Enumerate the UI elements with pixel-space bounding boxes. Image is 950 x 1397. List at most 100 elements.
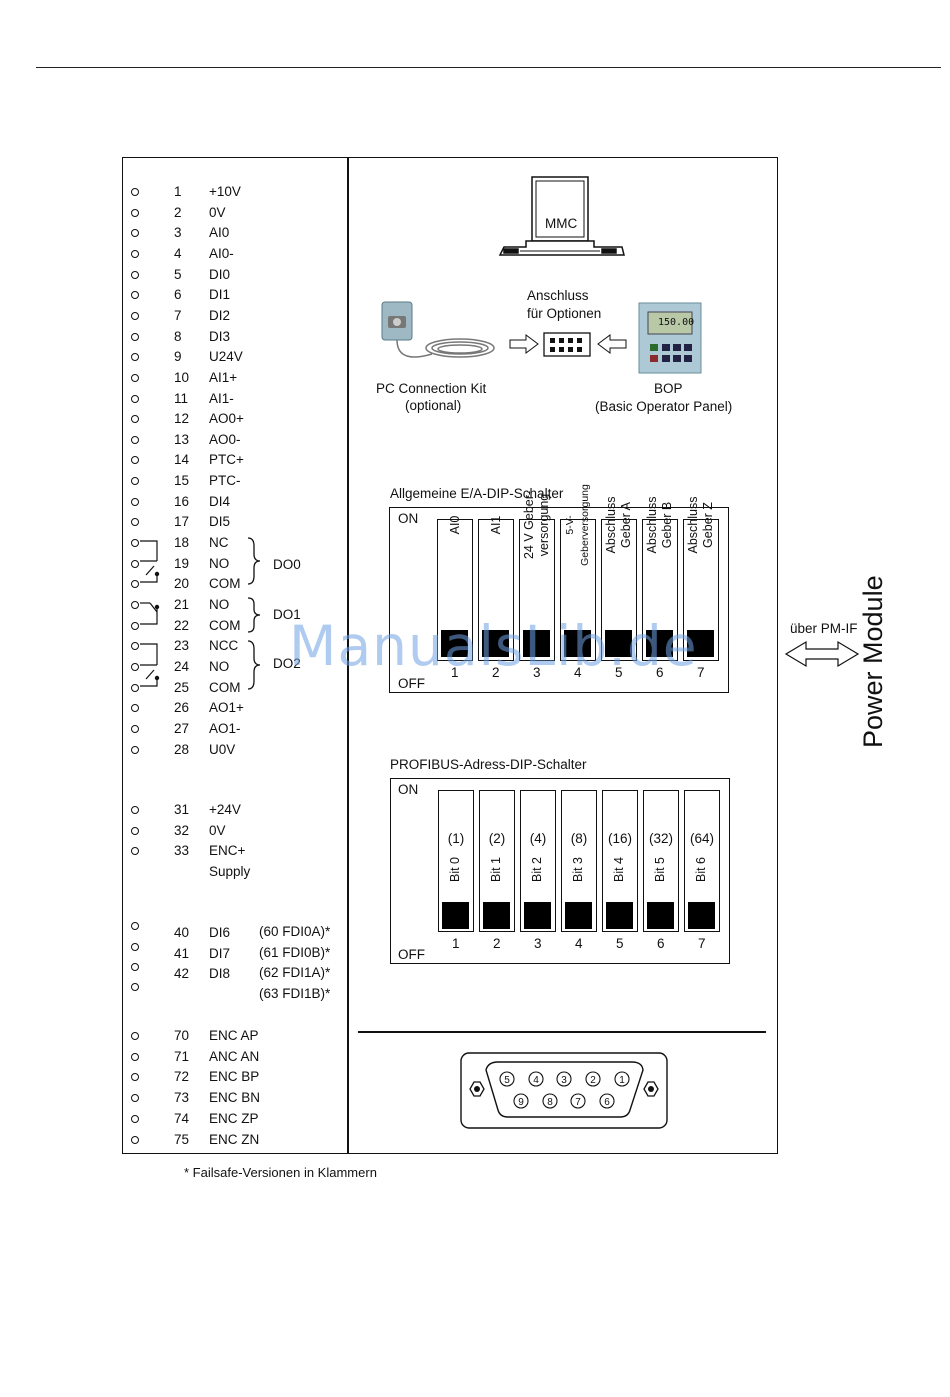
dip-switch-label-line1: 24 V Geber- <box>522 490 536 560</box>
dip-switch-number: 2 <box>492 665 500 680</box>
dip-switch[interactable] <box>478 519 514 661</box>
bop-label-line2: (Basic Operator Panel) <box>595 399 733 414</box>
dip-profibus-title: PROFIBUS-Adress-DIP-Schalter <box>390 757 587 772</box>
terminal-label: AO1- <box>209 720 241 736</box>
dip-switch-number: 3 <box>533 665 541 680</box>
diagram-frame <box>122 157 778 1154</box>
dip-switch[interactable] <box>642 519 678 661</box>
dip-switch-knob <box>523 630 550 657</box>
terminal-label: 0V <box>209 822 226 838</box>
terminal-label: AO1+ <box>209 700 244 716</box>
section-separator <box>358 1031 766 1033</box>
terminal-label: DI3 <box>209 328 231 344</box>
terminal-label: DI2 <box>209 307 231 323</box>
bop-label-line1: BOP <box>654 381 683 396</box>
dip-switch-label-line1: Abschluss <box>686 496 700 554</box>
terminal-label: ENC ZN <box>209 1131 260 1147</box>
terminal-connector <box>131 311 139 320</box>
terminal-label: PTC- <box>209 473 241 489</box>
dip-switch-knob <box>483 902 510 929</box>
dip-bit-label: Bit 0 <box>448 856 462 882</box>
dip-switch[interactable] <box>438 790 474 932</box>
terminal-number: 32 <box>174 822 190 838</box>
terminal-number: 25 <box>174 679 190 695</box>
terminal-number: 18 <box>174 535 190 551</box>
dip-switch-number: 2 <box>493 936 501 951</box>
dip-switch[interactable] <box>437 519 473 661</box>
terminal-connector <box>131 415 139 424</box>
terminal-label: U24V <box>209 349 243 365</box>
dip-io-box <box>389 507 729 693</box>
terminal-label: COM <box>209 617 241 633</box>
dip-address-value: (2) <box>488 831 506 846</box>
terminal-number: 10 <box>174 369 190 385</box>
terminal-label: DI4 <box>209 493 231 509</box>
terminal-connector <box>131 963 139 972</box>
dip-switch-number: 6 <box>657 936 665 951</box>
dip-io-title: Allgemeine E/A-DIP-Schalter <box>390 486 564 501</box>
dip-switch-knob <box>564 630 591 657</box>
terminal-connector <box>131 745 139 754</box>
dip-switch[interactable] <box>520 790 556 932</box>
terminal-connector <box>131 826 139 835</box>
terminal-label: DI8 <box>209 966 231 982</box>
terminal-connector <box>131 601 139 609</box>
terminal-connector <box>131 683 139 692</box>
dip-switch[interactable] <box>560 519 596 661</box>
terminal-label: AI0- <box>209 245 234 261</box>
dip-address-value: (64) <box>689 831 714 846</box>
terminal-connector <box>131 1032 139 1040</box>
mmc-card-slot-icon <box>498 176 625 256</box>
dip-io-off-label: OFF <box>398 676 425 691</box>
terminal-number: 75 <box>174 1131 190 1147</box>
terminal-connector <box>131 847 139 856</box>
dip-switch[interactable] <box>602 790 638 932</box>
terminal-label: DI1 <box>209 287 231 303</box>
dip-switch[interactable] <box>643 790 679 932</box>
dip-switch-number: 1 <box>452 936 460 951</box>
dsub-pin-5: 5 <box>504 1075 510 1086</box>
terminal-number: 19 <box>174 555 190 571</box>
terminal-number: 40 <box>174 925 190 940</box>
dip-io-on-label: ON <box>398 511 419 526</box>
terminal-connector <box>131 539 139 548</box>
terminal-number: 3 <box>174 225 182 241</box>
dip-switch[interactable] <box>479 790 515 932</box>
footnote: * Failsafe-Versionen in Klammern <box>184 1165 377 1180</box>
dsub-pin-9: 9 <box>518 1097 524 1108</box>
dip-switch-label-line2: Geber Z <box>701 502 715 548</box>
terminal-connector <box>131 621 139 630</box>
terminal-number: 12 <box>174 411 190 427</box>
dsub-pin-1: 1 <box>619 1075 625 1086</box>
frame-divider <box>347 157 349 1154</box>
terminal-connector <box>131 229 139 238</box>
terminal-label: DI6 <box>209 925 231 940</box>
dip-switch-label-line2: Geber B <box>660 501 674 549</box>
terminal-number: 31 <box>174 802 190 817</box>
dip-switch-label-line2: Geberversorgung <box>579 484 591 566</box>
terminal-number: 27 <box>174 720 190 736</box>
dip-switch-label-line1: Abschluss <box>604 496 618 554</box>
dip-switch[interactable] <box>519 519 555 661</box>
terminal-number: 14 <box>174 452 190 468</box>
dip-switch[interactable] <box>683 519 719 661</box>
dip-switch[interactable] <box>684 790 720 932</box>
dip-switch[interactable] <box>601 519 637 661</box>
terminal-connector <box>131 1052 139 1061</box>
dip-switch-number: 4 <box>575 936 583 951</box>
dip-address-value: (4) <box>529 831 547 846</box>
power-module-label: Power Module <box>858 575 888 748</box>
dip-switch-number: 6 <box>656 665 664 680</box>
dip-switch-label-line1: AI0 <box>447 515 462 535</box>
terminal-label: ENC AP <box>209 1028 259 1043</box>
terminal-number: 4 <box>174 245 182 261</box>
dip-switch-number: 3 <box>534 936 542 951</box>
dip-switch-knob <box>688 902 715 929</box>
pc-kit-label-line2: (optional) <box>405 398 462 413</box>
dip-profibus-off-label: OFF <box>398 947 425 962</box>
header-rule <box>36 67 941 68</box>
terminal-connector <box>131 806 139 814</box>
dip-switch[interactable] <box>561 790 597 932</box>
dsub-pin-6: 6 <box>604 1097 610 1108</box>
dsub-pin-7: 7 <box>575 1097 581 1108</box>
